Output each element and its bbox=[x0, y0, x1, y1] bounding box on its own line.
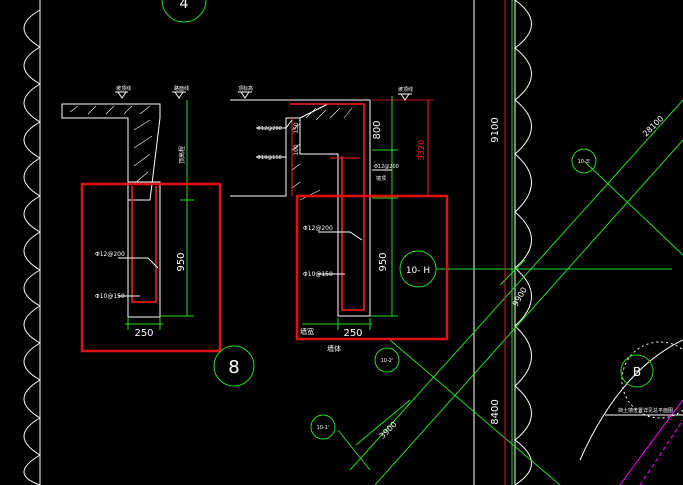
right-dim-small-b: 100 bbox=[293, 144, 300, 156]
bubble-B bbox=[620, 354, 654, 388]
left-top-note-a: 坡顶线 bbox=[116, 85, 131, 92]
diag-axis-2 bbox=[349, 99, 683, 471]
right-dim-total: 3320 bbox=[417, 140, 426, 160]
left-elev-marker-a bbox=[115, 91, 128, 99]
left-dim-height: 950 bbox=[176, 252, 187, 271]
right-rebar-top-a: Φ12@200 bbox=[257, 126, 282, 132]
right-label-section: 墙体 bbox=[327, 344, 341, 353]
left-elev-marker-b bbox=[172, 91, 186, 99]
bubble-B-label: B bbox=[633, 365, 641, 379]
plan-view bbox=[23, 0, 683, 485]
right-label-width: 墙宽 bbox=[300, 327, 314, 336]
diag-axis-4 bbox=[584, 161, 683, 256]
plan-dim-3900: 3900 bbox=[378, 420, 399, 441]
right-rebar-mid: Φ12@200 bbox=[374, 164, 399, 170]
right-dim-width: 250 bbox=[343, 328, 362, 339]
right-dim-upper: 800 bbox=[372, 120, 383, 139]
bubble-10-3-label: 10-3' bbox=[578, 159, 591, 165]
left-wall-stem bbox=[127, 181, 161, 318]
left-top-slab bbox=[61, 103, 161, 201]
right-rebar-main: Φ12@200 bbox=[303, 225, 333, 232]
right-highlight-box bbox=[295, 194, 449, 341]
right-rebar-dist: Φ10@150 bbox=[303, 271, 333, 278]
dim-tick-9900 bbox=[499, 259, 526, 286]
right-large-circle bbox=[621, 341, 683, 419]
right-wavy-border bbox=[514, 0, 532, 485]
grid-bubbles bbox=[161, 0, 654, 440]
bubble-4-label: 4 bbox=[180, 0, 189, 12]
bubble-8 bbox=[213, 345, 255, 387]
right-wall-detail: 800 950 250 3320 150 100 Φ12@200 Φ10@150… bbox=[230, 85, 434, 353]
bubble-10-3 bbox=[571, 148, 597, 174]
bubble-10-2 bbox=[374, 347, 400, 373]
bubble-10H-label: 10- H bbox=[406, 266, 430, 276]
plan-dim-9100: 9100 bbox=[490, 117, 501, 142]
right-dim-height: 950 bbox=[378, 252, 389, 271]
left-rebar bbox=[131, 186, 157, 303]
right-leader-1 bbox=[256, 119, 293, 129]
dim-tick-3900 bbox=[355, 399, 411, 446]
plan-dim-28100: 28100 bbox=[641, 114, 665, 138]
right-elev-marker-a bbox=[238, 91, 252, 99]
bubble-10-1 bbox=[310, 414, 336, 440]
right-rebar-stirrup bbox=[291, 118, 360, 196]
plan-dim-8400: 8400 bbox=[490, 399, 501, 424]
right-elev-marker-b bbox=[398, 93, 412, 101]
right-leader-3 bbox=[318, 231, 363, 241]
plan-legend-note: 挡土墙位置详见总平面图 bbox=[618, 407, 673, 414]
left-leader-main bbox=[118, 257, 159, 269]
left-dim-width: 250 bbox=[134, 328, 153, 339]
left-vertical-label: 顶高程 bbox=[178, 146, 186, 164]
magenta-road bbox=[619, 399, 683, 485]
right-rebar-top bbox=[290, 103, 365, 311]
diag-axis-3 bbox=[389, 339, 561, 485]
bubble-4-arc bbox=[161, 0, 207, 23]
diag-axis-1 bbox=[374, 139, 683, 485]
right-top-slab bbox=[230, 99, 371, 197]
magenta-road-2 bbox=[639, 419, 683, 485]
bubble-10H bbox=[399, 250, 437, 288]
right-top-note: 坡顶线 bbox=[398, 86, 413, 93]
left-wavy-border bbox=[23, 9, 41, 485]
left-rebar-main: Φ12@200 bbox=[95, 251, 125, 258]
bubble-10-1-label: 10-1' bbox=[317, 425, 330, 431]
right-side-note: 墙顶 bbox=[376, 175, 386, 182]
left-hatch bbox=[69, 105, 153, 185]
right-area-boundary bbox=[579, 339, 683, 461]
left-wall-detail: 950 250 Φ12@200 Φ10@150 顶高程 坡顶线 路面线 bbox=[61, 85, 194, 339]
right-rebar-top-b: Φ10@150 bbox=[257, 155, 282, 161]
bubble-8-label: 8 bbox=[228, 357, 239, 378]
bubble-10-2-label: 10-2' bbox=[381, 358, 394, 364]
plan-axis-lines bbox=[337, 0, 683, 485]
diag-callout-10-1 bbox=[337, 429, 371, 471]
left-rebar-dist: Φ10@150 bbox=[95, 293, 125, 300]
right-label-top: 顶标高 bbox=[238, 85, 253, 92]
right-wall-stem bbox=[337, 195, 371, 317]
right-dim-small-a: 150 bbox=[293, 122, 300, 134]
left-highlight-box bbox=[80, 182, 222, 353]
left-top-note-b: 路面线 bbox=[174, 85, 189, 92]
